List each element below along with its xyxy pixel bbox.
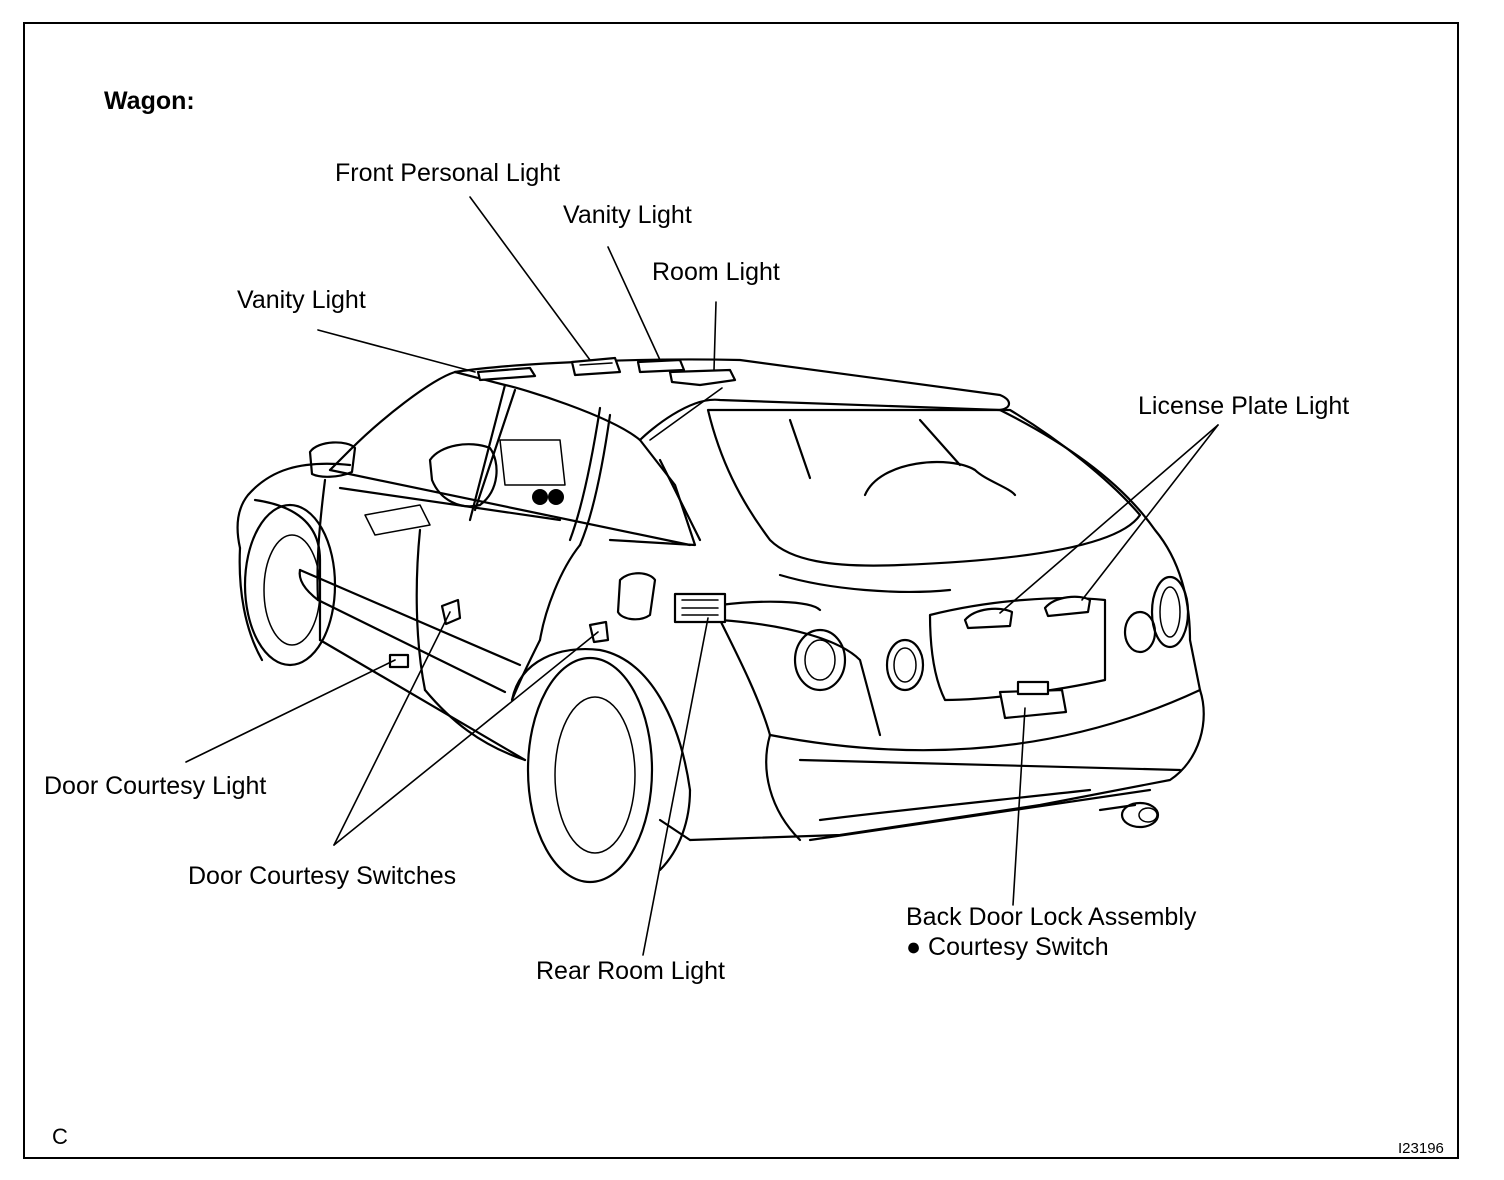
corner-letter: C: [52, 1124, 68, 1149]
figure-code: I23196: [1398, 1140, 1444, 1157]
label-back-door-lock-assembly: Back Door Lock Assembly: [906, 903, 1197, 931]
label-door-courtesy-switches: Door Courtesy Switches: [188, 862, 457, 890]
car-body: [236, 358, 1205, 884]
label-door-courtesy-light: Door Courtesy Light: [44, 772, 267, 800]
diagram-frame: [23, 22, 1459, 1159]
label-room-light: Room Light: [652, 258, 780, 286]
label-vanity-light-right: Vanity Light: [563, 201, 692, 229]
leader-lines: [185, 196, 1219, 956]
label-vanity-light-left: Vanity Light: [237, 286, 366, 314]
label-courtesy-switch: ● Courtesy Switch: [906, 933, 1109, 961]
diagram-title: Wagon:: [104, 87, 195, 115]
components: [388, 356, 1092, 720]
label-rear-room-light: Rear Room Light: [536, 957, 725, 985]
label-front-personal-light: Front Personal Light: [335, 159, 561, 187]
label-license-plate-light: License Plate Light: [1138, 392, 1350, 420]
